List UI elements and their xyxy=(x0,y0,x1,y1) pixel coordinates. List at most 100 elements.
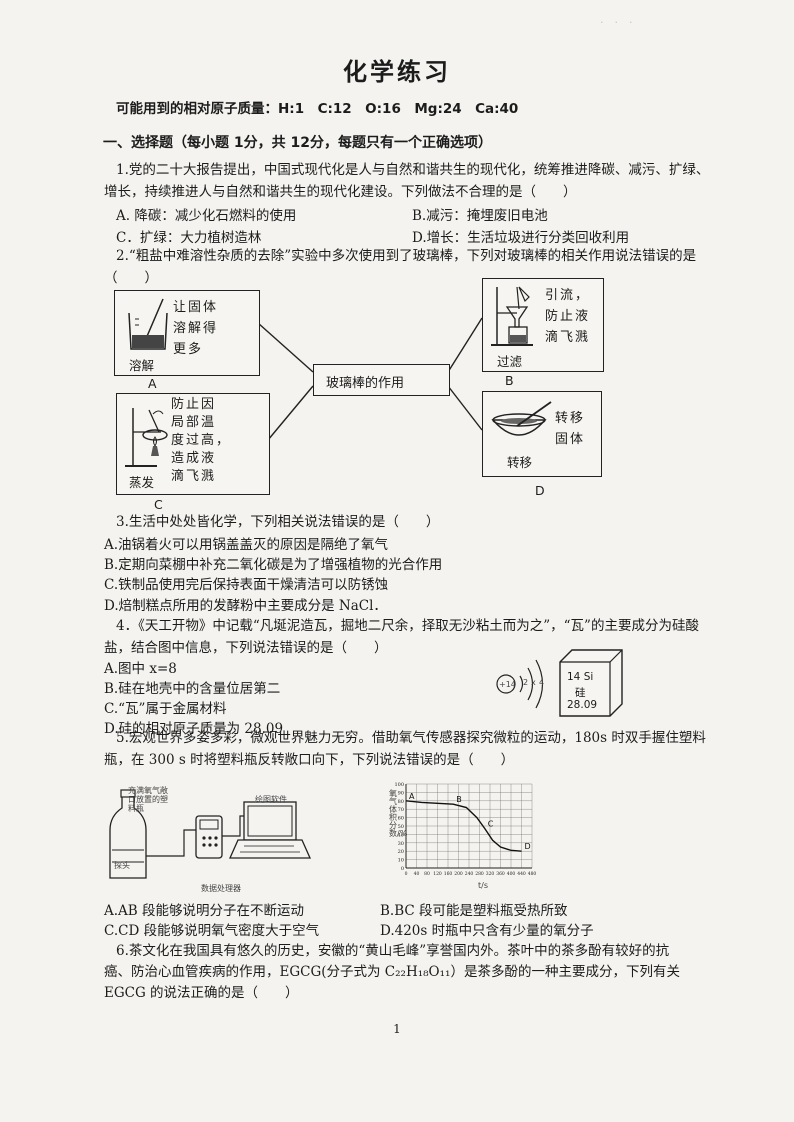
q3-option-a: A.油锅着火可以用锅盖盖灭的原因是隔绝了氧气 xyxy=(104,537,389,553)
q2-c-text-1: 防止因 xyxy=(171,397,217,412)
q5-option-b: B.BC 段可能是塑料瓶受热所致 xyxy=(380,903,568,919)
page-title: 化学练习 xyxy=(343,58,451,86)
silicon-atom-diagram xyxy=(496,659,544,709)
q2-box-c: 防止因 局部温 度过高， 造成液 滴飞溅 蒸发 xyxy=(116,393,270,495)
q5-option-c: C.CD 段能够说明氧气密度大于空气 xyxy=(104,923,320,939)
q2-b-letter: B xyxy=(505,373,514,388)
q2-c-text-3: 度过高， xyxy=(171,433,232,448)
chart-x-tick-label: 400 xyxy=(507,871,516,877)
q2-a-text-2: 溶解得 xyxy=(173,321,219,336)
chart-y-tick-label: 70 xyxy=(398,807,404,813)
chart-x-tick-label: 80 xyxy=(424,871,430,877)
q6-stem-line1: 6.茶文化在我国具有悠久的历史，安徽的“黄山毛峰”享誉国内外。茶叶中的茶多酚有较… xyxy=(116,943,670,959)
q2-a-text-1: 让固体 xyxy=(173,300,219,315)
q2-b-text-1: 引流， xyxy=(545,288,591,303)
q2-stem-line2: （ ） xyxy=(104,270,158,286)
q5-stem-line1: 5.宏观世界多姿多彩，微观世界魅力无穷。借助氧气传感器探究微粒的运动，180s … xyxy=(116,730,706,746)
element-number-symbol: 14 Si xyxy=(567,671,593,683)
q2-diagram-connectors xyxy=(257,317,483,441)
q2-stem-line1: 2.“粗盐中难溶性杂质的去除”实验中多次使用到了玻璃棒，下列对玻璃棒的相关作用说… xyxy=(116,248,697,264)
q2-c-text-2: 局部温 xyxy=(171,415,217,430)
element-name: 硅 xyxy=(575,687,586,699)
q2-d-label: 转移 xyxy=(507,455,533,470)
chart-y-tick-label: 50 xyxy=(398,824,404,830)
chart-point-label: C xyxy=(488,820,494,829)
software-label: 绘图软件 xyxy=(255,795,287,804)
chart-y-axis-label: 氧气体积分数/% xyxy=(389,789,408,838)
q4-stem-line1: 4．《天工开物》中记载“凡埏泥造瓦，掘地二尺余，择取无沙粘土而为之”，“瓦”的主… xyxy=(116,618,699,634)
q2-d-text-1: 转移 xyxy=(555,411,586,426)
chart-x-tick-label: 200 xyxy=(454,871,463,877)
q3-option-b: B.定期向菜棚中补充二氧化碳是为了增强植物的光合作用 xyxy=(104,557,443,573)
chart-x-tick-label: 120 xyxy=(433,871,442,877)
q2-b-text-2: 防止液 xyxy=(545,309,591,324)
chart-y-tick-label: 40 xyxy=(398,832,404,838)
q2-c-text-4: 造成液 xyxy=(171,451,217,466)
q2-c-label: 蒸发 xyxy=(129,475,155,490)
element-mass: 28.09 xyxy=(567,699,598,711)
q2-b-text-3: 滴飞溅 xyxy=(545,330,591,345)
bowl-spatula-icon xyxy=(491,401,552,436)
bottle-label: 充满氧气敞口放置的塑料瓶 xyxy=(128,786,168,813)
chart-x-tick-label: 440 xyxy=(517,871,526,877)
chart-y-tick-label: 0 xyxy=(401,866,404,872)
q4-option-b: B.硅在地壳中的含量位居第二 xyxy=(104,681,281,697)
chart-x-tick-label: 480 xyxy=(528,871,537,877)
q1-option-c: C．扩绿：大力植树造林 xyxy=(116,230,262,246)
element-symbol: Si xyxy=(583,671,594,683)
chart-y-tick-label: 90 xyxy=(398,790,404,796)
chart-x-tick-label: 360 xyxy=(496,871,505,877)
q5-option-a: A.AB 段能够说明分子在不断运动 xyxy=(104,903,305,919)
q2-a-label: 溶解 xyxy=(129,358,155,373)
chart-y-tick-label: 60 xyxy=(398,816,404,822)
q3-stem: 3.生活中处处皆化学，下列相关说法错误的是（ ） xyxy=(116,514,440,530)
q2-c-letter: C xyxy=(154,497,163,512)
filtration-funnel-icon xyxy=(491,286,533,346)
q6-stem-line3: EGCG 的说法正确的是（ ） xyxy=(104,985,299,1001)
chart-y-tick-label: 20 xyxy=(398,849,404,855)
beaker-stirring-icon xyxy=(128,298,168,350)
q2-c-text-5: 滴飞溅 xyxy=(171,469,217,484)
chart-y-tick-label: 30 xyxy=(398,841,404,847)
chart-x-tick-label: 280 xyxy=(475,871,484,877)
atom-shell-2: x xyxy=(531,678,536,687)
q2-center-label: 玻璃棒的作用 xyxy=(326,376,405,391)
chart-x-axis-label: t/s xyxy=(478,881,488,890)
processor-label: 数据处理器 xyxy=(201,884,241,893)
evaporation-dish-icon xyxy=(125,408,168,467)
chart-x-tick-label: 320 xyxy=(486,871,495,877)
atom-nucleus-charge: +14 xyxy=(499,680,516,689)
section-heading: 一、选择题（每小题 1分，共 12分，每题只有一个正确选项） xyxy=(103,135,492,151)
q2-box-b: 引流， 防止液 滴飞溅 过滤 xyxy=(482,278,604,372)
periodic-cell-frame xyxy=(559,649,623,717)
atom-shell-1: 2 xyxy=(523,678,529,687)
q1-option-d: D.增长：生活垃圾进行分类回收利用 xyxy=(412,230,630,246)
atom-shell-3: 4 xyxy=(539,678,545,687)
chart-x-tick-label: 240 xyxy=(465,871,474,877)
q4-option-a: A.图中 x=8 xyxy=(104,661,177,677)
q3-option-d: D.焙制糕点所用的发酵粉中主要成分是 NaCl． xyxy=(104,598,387,614)
q4-option-d: D.硅的相对原子质量为 28.09 xyxy=(104,721,284,737)
q2-a-letter: A xyxy=(148,376,157,391)
q2-box-d: 转移 固体 转移 xyxy=(482,391,602,477)
q2-box-a: 让固体 溶解得 更多 溶解 xyxy=(114,290,260,376)
page-number: 1 xyxy=(393,1022,401,1036)
q6-stem-line2: 癌、防治心血管疾病的作用，EGCG(分子式为 C₂₂H₁₈O₁₁）是茶多酚的一种… xyxy=(104,964,680,980)
element-number: 14 xyxy=(567,671,581,683)
q1-stem-line1: 1.党的二十大报告提出，中国式现代化是人与自然和谐共生的现代化，统筹推进降碳、减… xyxy=(116,162,710,178)
probe-label: 探头 xyxy=(114,861,130,870)
q2-a-text-3: 更多 xyxy=(173,342,204,357)
q2-d-text-2: 固体 xyxy=(555,432,586,447)
chart-y-tick-label: 80 xyxy=(398,799,404,805)
chart-x-tick-label: 40 xyxy=(414,871,420,877)
q4-option-c: C.“瓦”属于金属材料 xyxy=(104,701,227,717)
chart-y-tick-label: 100 xyxy=(394,782,404,788)
q2-d-letter: D xyxy=(535,483,545,498)
q1-option-a: A. 降碳：减少化石燃料的使用 xyxy=(116,208,297,224)
q2-b-label: 过滤 xyxy=(497,354,523,369)
oxygen-sensor-apparatus xyxy=(109,789,312,879)
q1-option-b: B.减污：掩埋废旧电池 xyxy=(412,208,548,224)
chart-x-tick-label: 160 xyxy=(444,871,453,877)
chart-point-label: A xyxy=(409,792,415,801)
